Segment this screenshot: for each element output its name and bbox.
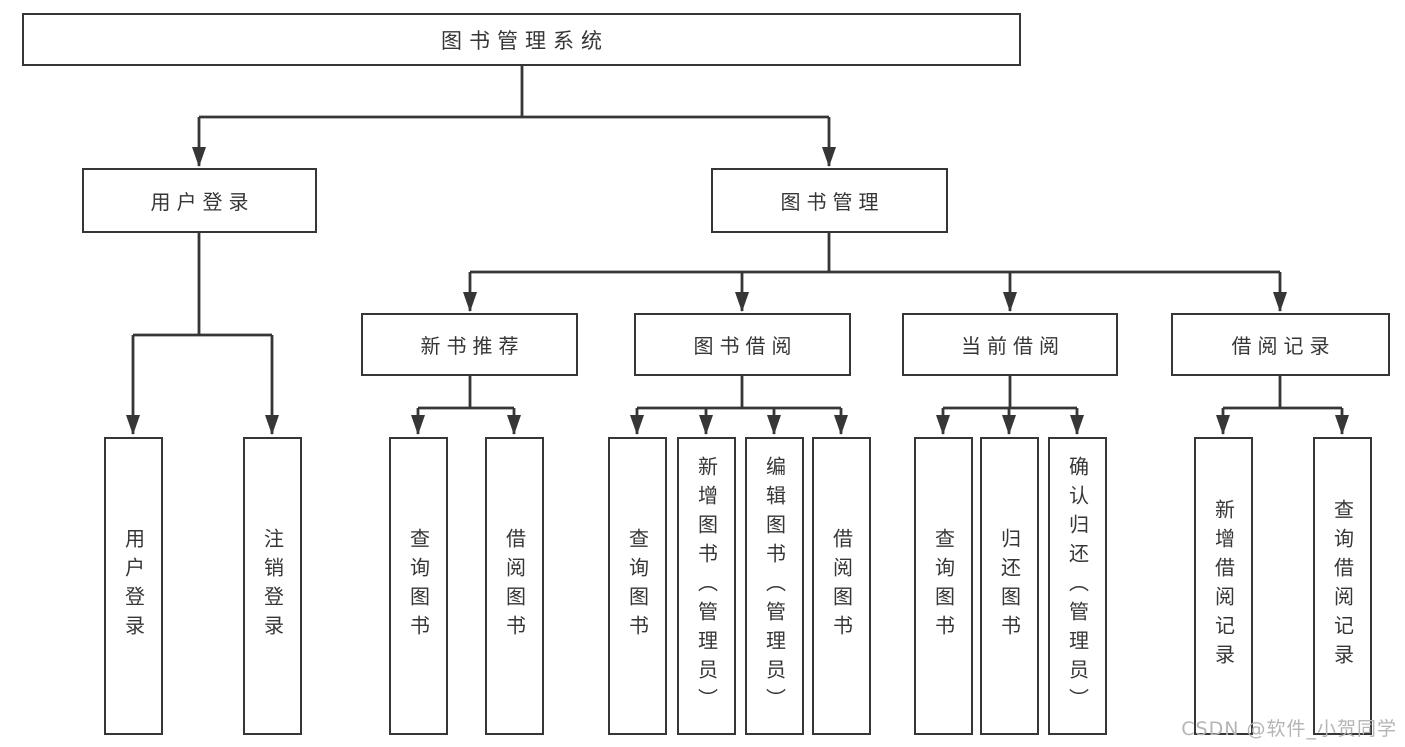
leaf-add-book-admin: 新增图书（管理员） [677,437,736,735]
node-user-login-branch-label: 用户登录 [150,190,255,214]
leaf-confirm-return-admin: 确认归还（管理员） [1048,437,1107,735]
leaf-logout-label: 注销登录 [260,528,285,644]
leaf-add-book-admin-label: 新增图书（管理员） [694,455,719,717]
leaf-query-borrow-record-label: 查询借阅记录 [1330,499,1355,673]
leaf-query-book-current: 查询图书 [914,437,973,735]
node-book-borrow: 图书借阅 [634,313,851,376]
leaf-query-book-recommend-label: 查询图书 [406,528,431,644]
node-user-login-branch: 用户登录 [82,168,317,233]
leaf-query-book-borrow: 查询图书 [608,437,667,735]
leaf-borrow-book-borrow: 借阅图书 [812,437,871,735]
leaf-user-login: 用户登录 [104,437,163,735]
leaf-edit-book-admin: 编辑图书（管理员） [745,437,804,735]
leaf-add-borrow-record: 新增借阅记录 [1194,437,1253,735]
node-book-system: 图书管理系统 [22,13,1021,66]
leaf-query-book-current-label: 查询图书 [931,528,956,644]
node-book-management-label: 图书管理 [780,190,885,214]
leaf-query-borrow-record: 查询借阅记录 [1313,437,1372,735]
node-borrow-records-label: 借阅记录 [1231,334,1336,358]
node-current-borrow-label: 当前借阅 [961,334,1065,358]
node-book-management: 图书管理 [711,168,948,233]
node-borrow-records: 借阅记录 [1171,313,1390,376]
node-book-borrow-label: 图书借阅 [693,334,798,358]
leaf-query-book-borrow-label: 查询图书 [625,528,650,644]
leaf-edit-book-admin-label: 编辑图书（管理员） [762,455,787,717]
leaf-borrow-book-recommend-label: 借阅图书 [502,528,527,644]
leaf-confirm-return-admin-label: 确认归还（管理员） [1065,455,1090,717]
node-new-book-recommend-label: 新书推荐 [420,334,525,358]
node-current-borrow: 当前借阅 [902,313,1118,376]
leaf-return-book: 归还图书 [980,437,1039,735]
leaf-borrow-book-borrow-label: 借阅图书 [829,528,854,644]
leaf-logout: 注销登录 [243,437,302,735]
node-new-book-recommend: 新书推荐 [361,313,578,376]
leaf-query-book-recommend: 查询图书 [389,437,448,735]
leaf-user-login-label: 用户登录 [121,528,146,644]
leaf-borrow-book-recommend: 借阅图书 [485,437,544,735]
watermark-text: CSDN @软件_小贺同学 [1181,718,1397,740]
leaf-return-book-label: 归还图书 [997,528,1022,644]
node-book-system-label: 图书管理系统 [441,28,609,53]
leaf-add-borrow-record-label: 新增借阅记录 [1211,499,1236,673]
